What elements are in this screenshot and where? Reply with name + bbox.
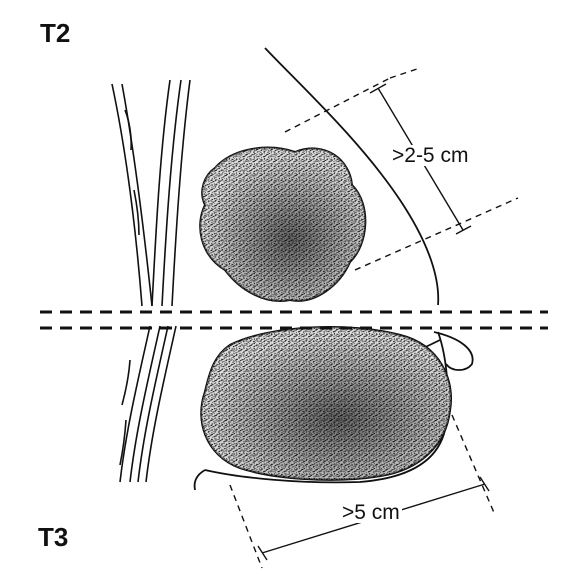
t2-size-label: >2-5 cm [390, 145, 470, 166]
stage-label-t2: T2 [40, 18, 70, 49]
t2-tumor [200, 148, 365, 301]
t3-tumor [201, 327, 451, 480]
fascia-strands [112, 80, 190, 482]
separator-dashed-lines [40, 312, 548, 328]
stage-label-t3: T3 [38, 522, 68, 553]
t3-size-label: >5 cm [340, 502, 402, 523]
